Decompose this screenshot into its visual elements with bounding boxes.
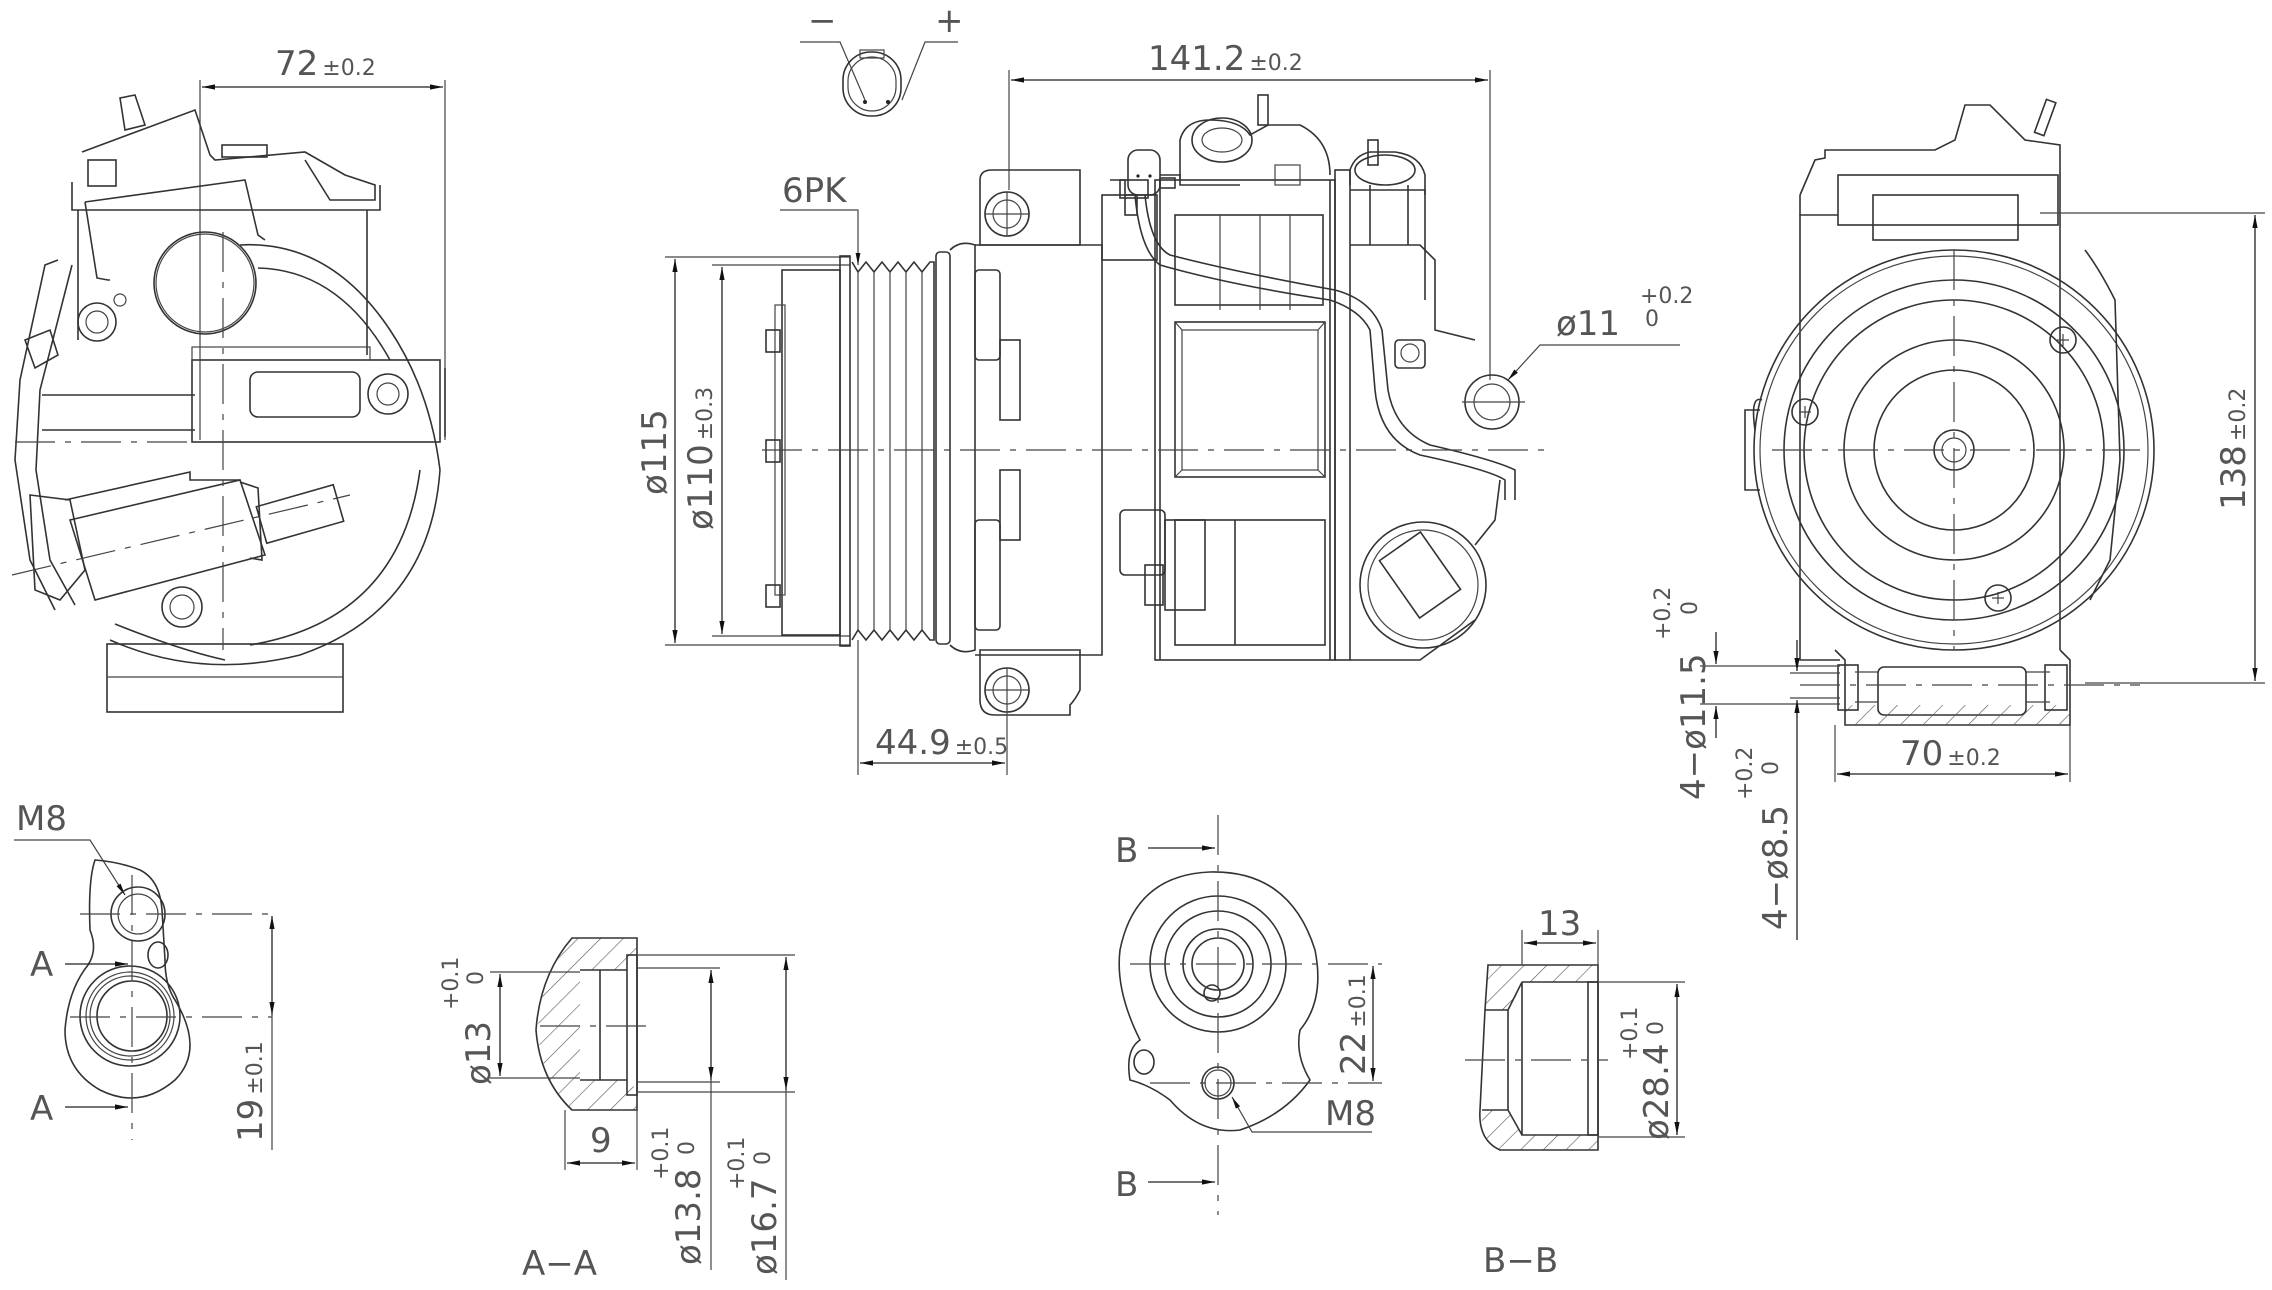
dim-70: 70±0.2 — [1900, 734, 2001, 774]
dim-16-7: ø16.7 — [745, 1178, 785, 1275]
svg-text:+0.1: +0.1 — [725, 1137, 750, 1190]
svg-text:0: 0 — [1759, 761, 1784, 775]
section-b-title: B−B — [1483, 1241, 1558, 1281]
connector-minus-label: − — [808, 1, 837, 41]
belt-type-label: 6PK — [782, 171, 848, 211]
svg-text:0: 0 — [1644, 1021, 1669, 1035]
rivet-screw — [1791, 326, 2077, 612]
svg-text:0: 0 — [675, 1141, 700, 1155]
dim-13-bore: ø13 — [459, 1021, 499, 1085]
dim-141-2: 141.2±0.2 — [1148, 39, 1303, 79]
side-view: 72±0.2 — [11, 44, 446, 713]
section-a-title: A−A — [522, 1244, 597, 1284]
section-b-marker-top: B — [1115, 831, 1138, 871]
rear-view: 138±0.2 4−ø11.5 +0.2 0 4−ø8.5 +0.2 0 70±… — [1651, 98, 2265, 940]
dim-9: 9 — [590, 1121, 612, 1161]
svg-text:+0.1: +0.1 — [649, 1127, 674, 1180]
connector-pinout: − + — [800, 1, 964, 117]
dim-bolt-hole: 4−ø8.5 — [1756, 805, 1796, 930]
dim-counterbore: 4−ø11.5 — [1674, 653, 1714, 800]
dim-pulley-110: ø110±0.3 — [681, 387, 721, 530]
dim-28-4: ø28.4 — [1637, 1043, 1677, 1140]
port-b-thread-label: M8 — [1325, 1094, 1376, 1134]
svg-text:0: 0 — [464, 971, 489, 985]
svg-text:+0.1: +0.1 — [439, 957, 464, 1010]
dim-19: 19±0.1 — [231, 1041, 271, 1142]
dim-44-9: 44.9±0.5 — [875, 723, 1008, 763]
port-a-thread-label: M8 — [16, 799, 67, 839]
connector-plus-label: + — [935, 1, 964, 41]
dim-138: 138±0.2 — [2214, 388, 2254, 510]
section-a-marker-top: A — [30, 945, 53, 985]
section-a-marker-bottom: A — [30, 1089, 53, 1129]
port-a-view: M8 A A 19±0.1 — [14, 799, 275, 1150]
dim-hole-11: ø11 — [1556, 304, 1620, 344]
section-b-marker-bottom: B — [1115, 1165, 1138, 1205]
svg-text:+0.2: +0.2 — [1640, 284, 1693, 309]
dim-72: 72±0.2 — [199, 44, 446, 440]
dim-13-8: ø13.8 — [669, 1168, 709, 1265]
svg-text:+0.2: +0.2 — [1651, 587, 1676, 640]
svg-text:0: 0 — [1678, 601, 1703, 615]
svg-text:0: 0 — [751, 1151, 776, 1165]
svg-text:+0.2: +0.2 — [1733, 747, 1758, 800]
dim-pulley-115: ø115 — [635, 409, 675, 495]
svg-text:0: 0 — [1645, 307, 1659, 332]
section-a-a: ø13 +0.1 0 9 ø13.8 +0.1 0 ø16.7 +0.1 0 A… — [439, 937, 795, 1284]
dim-72-value: 72±0.2 — [275, 44, 376, 84]
section-b-b: 13 ø28.4 +0.1 0 B−B — [1465, 904, 1685, 1281]
front-view: 141.2±0.2 6PK ø115 ø110±0.3 — [635, 39, 1693, 775]
dim-22: 22±0.1 — [1334, 974, 1374, 1075]
port-b-view: B B 22±0.1 M8 — [1115, 815, 1382, 1215]
svg-text:+0.1: +0.1 — [1618, 1007, 1643, 1060]
dim-13: 13 — [1538, 904, 1581, 944]
